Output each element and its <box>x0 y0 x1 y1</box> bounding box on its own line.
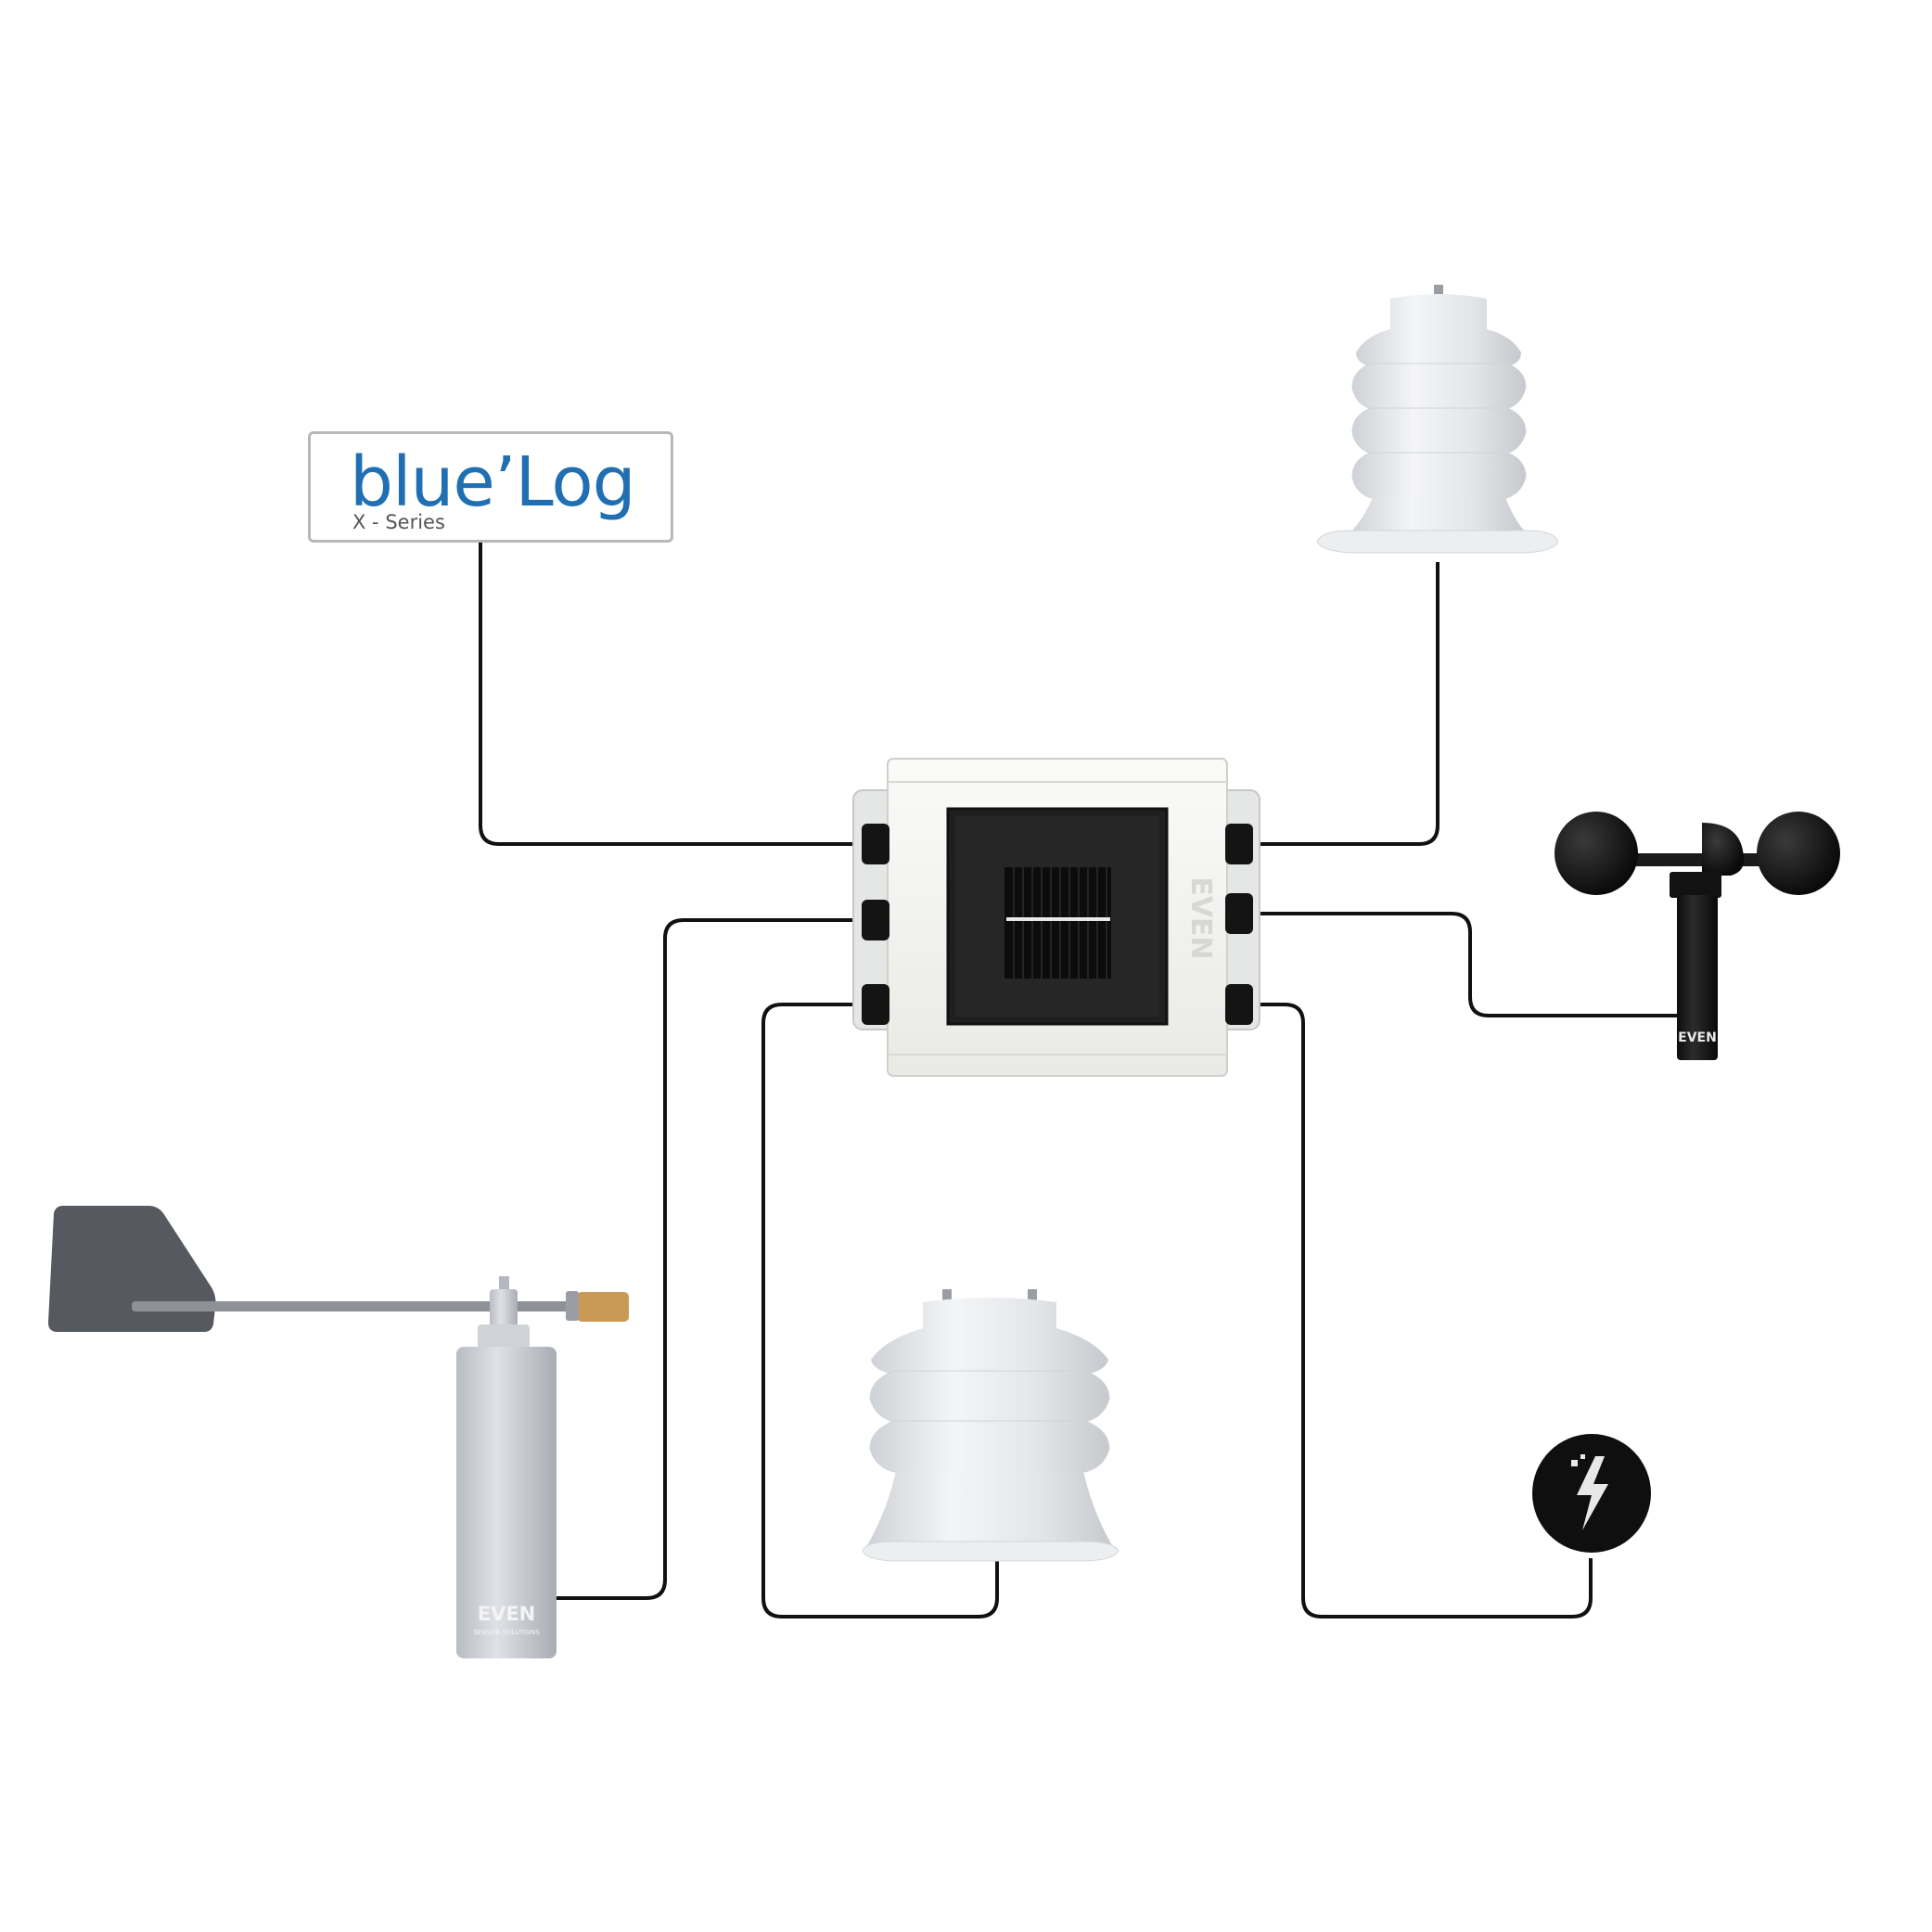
svg-text:EVEN: EVEN <box>478 1603 536 1625</box>
svg-text:SENSOR SOLUTIONS: SENSOR SOLUTIONS <box>473 1629 540 1636</box>
connector-left-2 <box>862 900 889 940</box>
solar-panel <box>1004 867 1111 979</box>
logger-title: blue’Log <box>350 442 636 522</box>
vane-fin <box>48 1206 216 1332</box>
brand-logo-icon: EVEN <box>1184 876 1217 959</box>
wire-bottom-shield <box>761 1003 999 1619</box>
svg-text:EVEN: EVEN <box>1678 1030 1717 1045</box>
logger-subtitle: X - Series <box>352 511 445 533</box>
anemometer-cup-right <box>1757 812 1840 895</box>
connector-left-1 <box>862 824 889 864</box>
wire-wind-vane <box>554 918 867 1600</box>
wire-top-shield <box>1260 562 1439 846</box>
anemometer-cup-left <box>1555 812 1638 895</box>
connectors-left <box>862 824 889 1025</box>
connector-right-1 <box>1225 824 1253 864</box>
anemometer-brand-icon: EVEN <box>1678 1030 1717 1045</box>
wire-lightning <box>1260 1003 1593 1619</box>
vane-brand-icon: EVEN SENSOR SOLUTIONS <box>473 1603 540 1636</box>
wires <box>479 543 1686 1619</box>
radiation-shield-icon <box>862 1289 1120 1562</box>
connector-left-3 <box>862 984 889 1025</box>
connector-right-3 <box>1225 984 1253 1025</box>
connectors-right <box>1225 824 1253 1025</box>
vane-arm <box>132 1301 577 1311</box>
wire-anemometer <box>1260 912 1686 1017</box>
blue-log-label: blue’Log X - Series <box>308 431 673 543</box>
vane-housing <box>456 1347 557 1658</box>
svg-text:EVEN: EVEN <box>1184 876 1217 959</box>
wire-logger <box>479 543 867 846</box>
cup-anemometer-icon: EVEN <box>1555 812 1840 1060</box>
lightning-bolt-icon <box>1532 1434 1651 1553</box>
anemometer-cup-center <box>1702 823 1744 876</box>
junction-box: EVEN <box>852 758 1260 1077</box>
vane-counterweight <box>577 1292 629 1322</box>
wind-vane-icon: EVEN SENSOR SOLUTIONS <box>48 1206 629 1658</box>
connector-right-2 <box>1225 893 1253 934</box>
radiation-shield-icon <box>1316 285 1559 554</box>
